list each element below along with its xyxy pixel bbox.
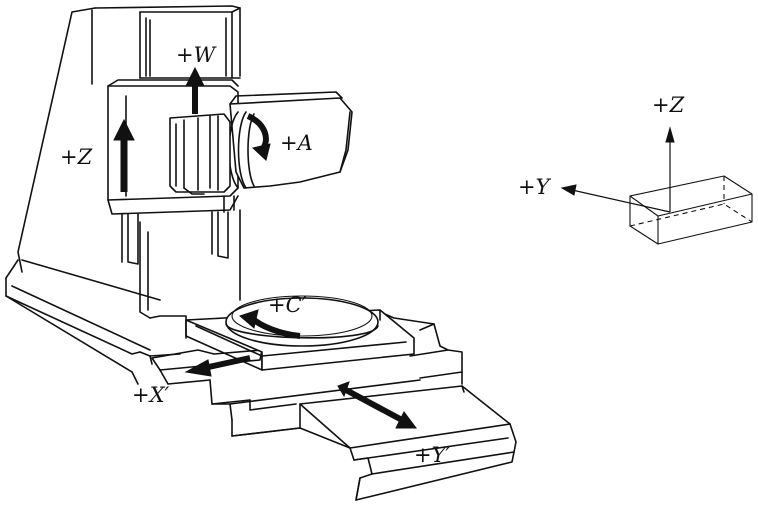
rotary-table: [185, 295, 415, 371]
label-z-machine: +Z: [60, 145, 93, 169]
reference-workpiece: [629, 175, 753, 245]
y-motion-arrow: [337, 381, 417, 429]
spindle-head: [169, 91, 353, 195]
machine-bed: [5, 259, 187, 385]
label-w: +W: [176, 43, 218, 67]
label-y-ref: +Y: [518, 175, 552, 199]
a-rotation-arrow: [246, 113, 271, 161]
label-a: +A: [280, 131, 313, 155]
reference-axes: [560, 126, 675, 213]
z-ref-axis: [665, 126, 675, 212]
axis-labels: +W +Z +A +C′ +X′ +Y′ +Z +Y: [60, 43, 685, 467]
label-z-ref: +Z: [652, 93, 685, 117]
x-motion-arrow: [184, 355, 251, 377]
label-c-prime: +C′: [268, 293, 307, 317]
y-ref-axis: [560, 184, 671, 213]
motion-arrows: [113, 66, 417, 429]
c-rotation-arrow: [239, 309, 301, 339]
w-motion-arrow: [185, 66, 205, 114]
label-y-prime: +Y′: [414, 443, 450, 467]
label-x-prime: +X′: [132, 383, 170, 407]
machine-column: [17, 5, 241, 319]
z-motion-arrow: [113, 118, 135, 192]
